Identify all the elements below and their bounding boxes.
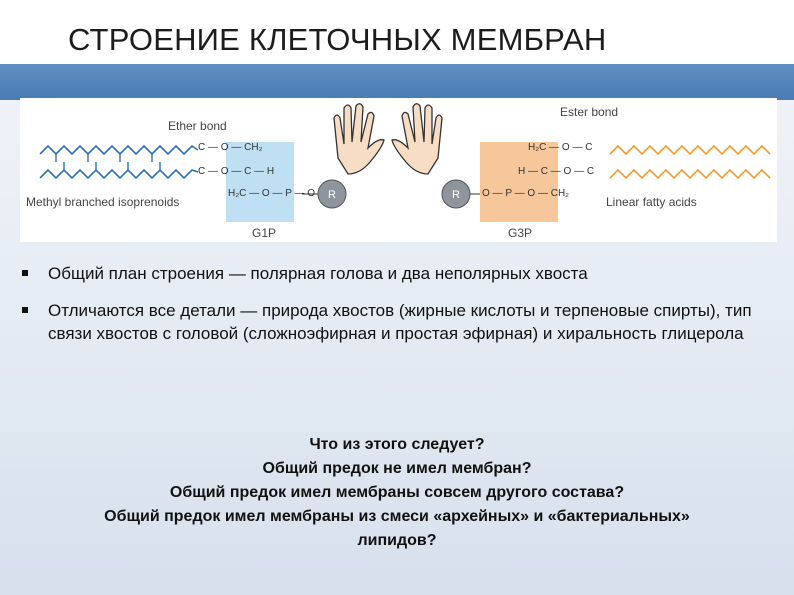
question-line: Что из этого следует? [309, 436, 485, 453]
title-bar: СТРОЕНИЕ КЛЕТОЧНЫХ МЕМБРАН [0, 0, 794, 72]
question-line: Общий предок имел мембраны из смеси «арх… [104, 508, 690, 525]
right-head-formula-3: O — P — O — CH₂ [482, 188, 569, 199]
right-tail-label: Linear fatty acids [606, 195, 697, 209]
right-fatty-acid-chain-upper [609, 144, 771, 156]
left-head-formula-3: H₂C — O — P — O [228, 188, 315, 199]
left-tail-label: Methyl branched isoprenoids [26, 195, 179, 209]
ester-bond-label: Ester bond [560, 105, 618, 119]
left-r-group-label: R [328, 189, 336, 201]
bullet-marker [22, 270, 28, 276]
bullet-item: Отличаются все детали — природа хвостов … [22, 299, 782, 345]
questions-block: Что из этого следует? Общий предок не им… [0, 433, 794, 553]
question-line: Общий предок не имел мембран? [262, 460, 532, 477]
right-r-group-label: R [452, 189, 460, 201]
left-isoprenoid-chain-lower [39, 168, 199, 180]
right-head-box [480, 142, 558, 222]
bullet-text: Общий план строения — полярная голова и … [48, 264, 588, 283]
right-head-formula-2: H — C — O — C [518, 166, 594, 177]
left-head-box [226, 142, 294, 222]
left-head-formula-2: C — O — C — H [198, 166, 274, 177]
bullet-text: Отличаются все детали — природа хвостов … [48, 301, 752, 343]
bullet-item: Общий план строения — полярная голова и … [22, 262, 782, 285]
right-head-formula-1: H₂C — O — C [528, 142, 592, 153]
left-head-label: G1P [252, 226, 276, 240]
question-line: Общий предок имел мембраны совсем другог… [169, 484, 625, 501]
left-head-formula-1: C — O — CH₂ [198, 142, 263, 153]
ether-bond-label: Ether bond [168, 119, 227, 133]
lipid-structure-diagram: Ether bond Methyl branched isoprenoids C… [26, 103, 771, 240]
left-hand-icon [333, 103, 385, 175]
question-line: липидов? [357, 532, 437, 549]
methyl-branches [55, 154, 161, 170]
right-hand-icon [391, 103, 443, 175]
bullet-list: Общий план строения — полярная голова и … [22, 262, 782, 359]
bullet-marker [22, 307, 28, 313]
right-fatty-acid-chain-lower [609, 168, 771, 180]
title-accent-band [0, 64, 794, 100]
left-isoprenoid-chain-upper [39, 144, 199, 156]
slide-title: СТРОЕНИЕ КЛЕТОЧНЫХ МЕМБРАН [68, 22, 607, 57]
lipid-structure-figure: Ether bond Methyl branched isoprenoids C… [20, 98, 777, 242]
right-head-label: G3P [508, 226, 532, 240]
